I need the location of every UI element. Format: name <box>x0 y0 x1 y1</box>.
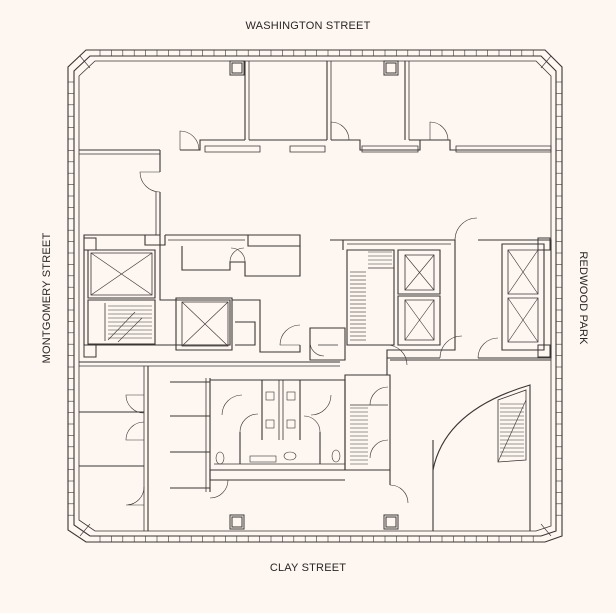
street-label-north: WASHINGTON STREET <box>245 20 371 32</box>
east-core <box>387 239 552 359</box>
central-core <box>309 217 478 375</box>
west-core <box>83 234 301 353</box>
facade-mullions <box>68 50 562 542</box>
exterior-wall <box>67 49 563 543</box>
west-offices <box>79 361 340 531</box>
southeast-curved-room <box>432 384 531 531</box>
south-stair <box>209 359 551 504</box>
restrooms <box>210 379 346 471</box>
street-label-south: CLAY STREET <box>269 562 347 574</box>
north-offices <box>79 61 552 235</box>
perimeter-columns <box>83 60 551 530</box>
